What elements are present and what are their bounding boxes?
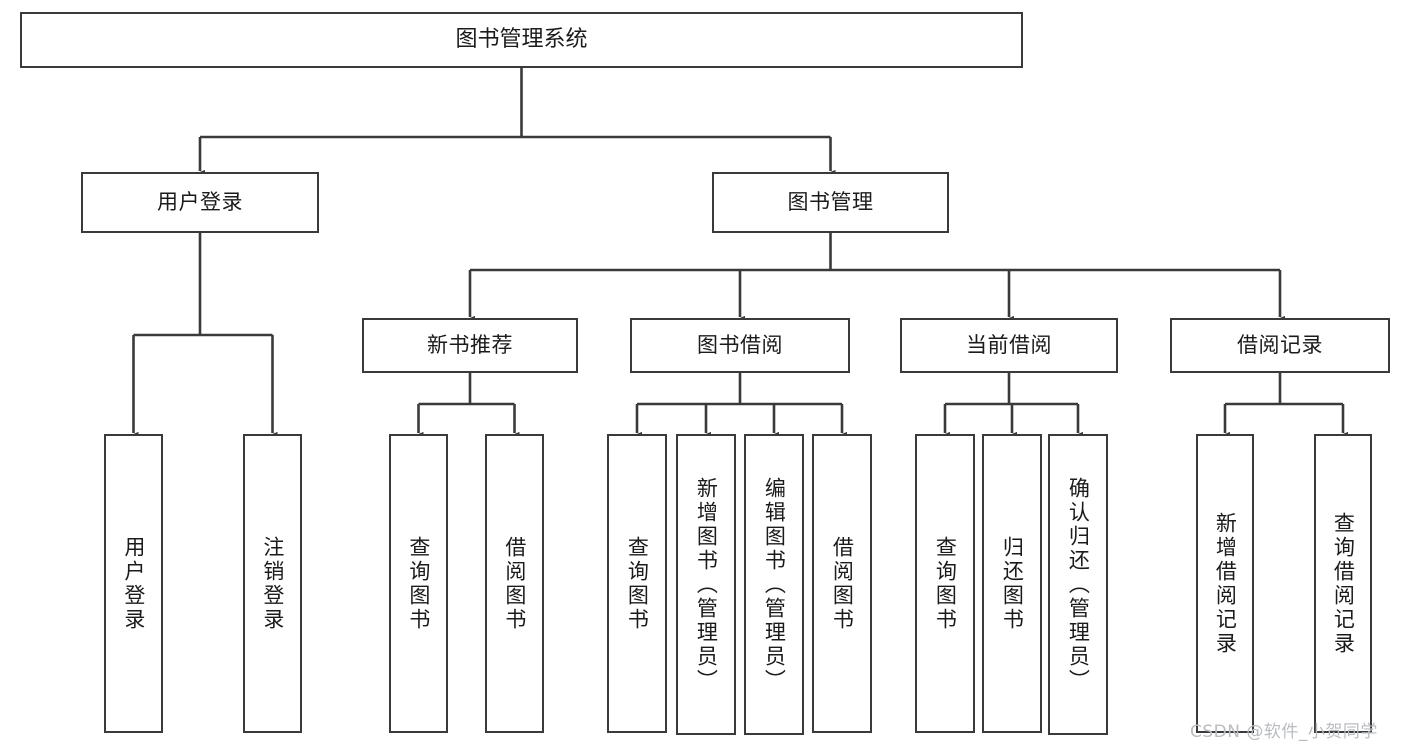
node-leaf-re-query: 查询借阅记录 [1314, 434, 1372, 733]
node-label: 图书管理 [787, 190, 874, 215]
node-label: 新增图书（管理员） [694, 476, 719, 693]
node-label: 借阅图书 [502, 535, 527, 632]
node-label: 借阅图书 [830, 535, 855, 632]
node-leaf-cu-return: 归还图书 [982, 434, 1042, 733]
node-label: 图书借阅 [697, 333, 783, 358]
node-leaf-user-login: 用户登录 [104, 434, 163, 733]
node-l2-book: 图书管理 [712, 172, 949, 233]
node-l3-current: 当前借阅 [900, 318, 1118, 373]
node-leaf-cu-query: 查询图书 [915, 434, 975, 733]
node-label: 用户登录 [121, 535, 146, 632]
watermark-text: CSDN @软件_小贺同学 [1190, 722, 1378, 742]
node-l2-user: 用户登录 [81, 172, 319, 233]
node-leaf-bo-lend: 借阅图书 [812, 434, 872, 733]
node-leaf-bo-edit: 编辑图书（管理员） [744, 434, 804, 735]
node-label: 归还图书 [1000, 535, 1025, 632]
node-label: 新书推荐 [427, 333, 513, 358]
node-label: 图书管理系统 [455, 27, 588, 53]
node-root: 图书管理系统 [20, 12, 1023, 68]
node-leaf-cu-confirm: 确认归还（管理员） [1048, 434, 1108, 735]
node-label: 查询借阅记录 [1331, 511, 1356, 656]
node-l3-record: 借阅记录 [1170, 318, 1390, 373]
node-l3-borrow: 图书借阅 [630, 318, 850, 373]
node-label: 查询图书 [406, 535, 431, 632]
node-label: 查询图书 [933, 535, 958, 632]
node-leaf-re-add: 新增借阅记录 [1196, 434, 1254, 733]
node-label: 新增借阅记录 [1213, 511, 1238, 656]
node-leaf-bo-add: 新增图书（管理员） [676, 434, 736, 735]
node-label: 注销登录 [260, 535, 285, 632]
node-leaf-bo-query: 查询图书 [607, 434, 667, 733]
node-leaf-nb-borrow: 借阅图书 [485, 434, 544, 733]
node-leaf-user-logout: 注销登录 [243, 434, 302, 733]
node-label: 用户登录 [157, 190, 243, 215]
node-label: 编辑图书（管理员） [762, 476, 787, 693]
node-label: 确认归还（管理员） [1066, 476, 1091, 693]
node-label: 当前借阅 [966, 333, 1052, 358]
node-l3-newbook: 新书推荐 [362, 318, 578, 373]
node-label: 查询图书 [625, 535, 650, 632]
node-leaf-nb-query: 查询图书 [389, 434, 448, 733]
node-label: 借阅记录 [1237, 333, 1323, 358]
